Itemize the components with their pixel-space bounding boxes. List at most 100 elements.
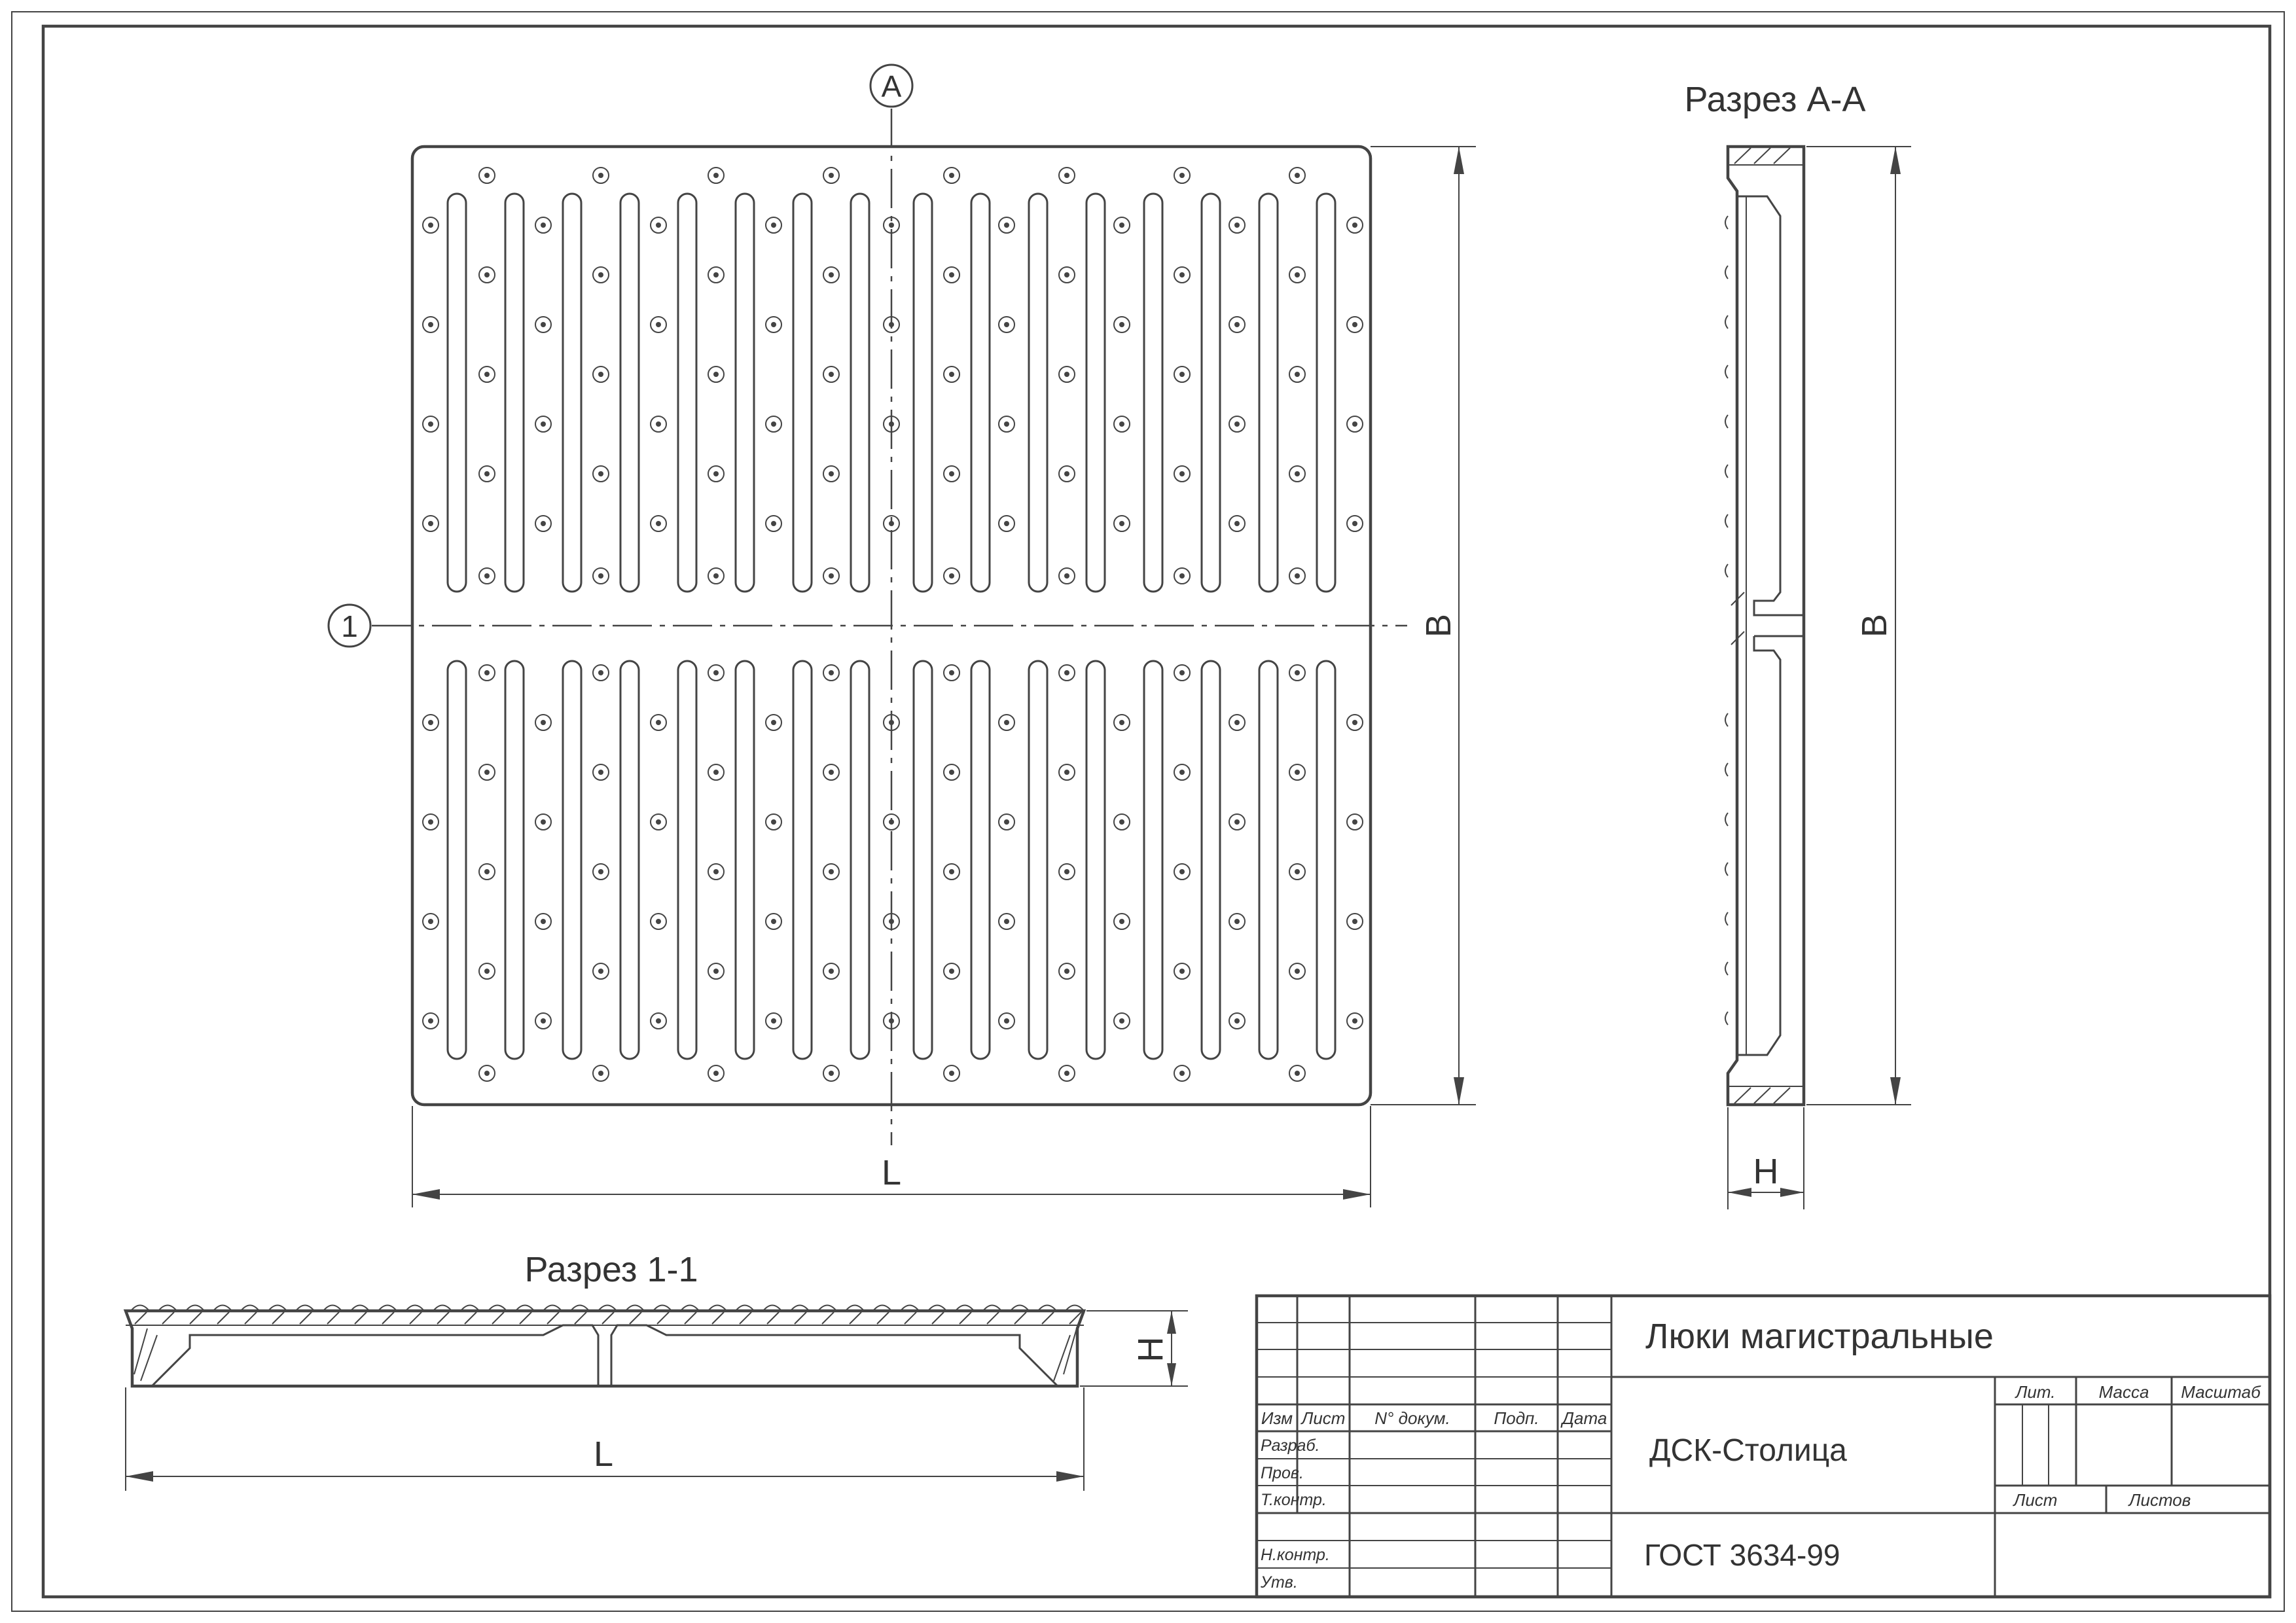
grate-slot	[1143, 660, 1164, 1060]
section-aa-hole-mark	[1725, 215, 1729, 230]
grate-hole-dot	[1234, 223, 1240, 228]
grate-hole-dot	[1064, 969, 1069, 974]
grate-hole-ring	[1289, 863, 1306, 880]
grate-hole-ring	[1174, 764, 1191, 781]
section-11-bump	[570, 1304, 590, 1311]
grate-hole	[998, 913, 1015, 930]
section-11-bump	[680, 1304, 700, 1311]
grate-hole	[1113, 913, 1130, 930]
grate-hole-ring	[1289, 366, 1306, 383]
grate-hole-dot	[1295, 869, 1300, 874]
grate-hole	[1174, 764, 1191, 781]
section-11-hatch-mark	[299, 1311, 312, 1325]
grate-hole-dot	[1064, 272, 1069, 277]
grate-hole	[708, 366, 725, 383]
section-aa-hatching	[1731, 147, 1791, 1104]
header-scale: Масштаб	[2181, 1382, 2261, 1402]
section-11-hatch-mark	[959, 1311, 972, 1325]
grate-hole-dot	[484, 372, 490, 377]
section-11-bump	[433, 1304, 452, 1311]
header-mass: Масса	[2099, 1382, 2149, 1402]
grate-hole	[1174, 664, 1191, 681]
grate-hole	[823, 266, 840, 283]
grate-hole	[708, 664, 725, 681]
section-11-bump	[900, 1304, 920, 1311]
grate-hole-ring	[1174, 465, 1191, 482]
grate-hole	[1229, 913, 1246, 930]
grate-hole-ring	[1113, 416, 1130, 433]
grate-hole-dot	[598, 770, 603, 775]
grate-hole-ring	[1058, 963, 1075, 980]
grate-hole-dot	[1295, 173, 1300, 178]
grate-hole-dot	[949, 471, 954, 476]
grate-hole-ring	[998, 217, 1015, 234]
grate-hole-ring	[422, 217, 439, 234]
grate-hole-dot	[829, 471, 834, 476]
grate-hole-dot	[484, 573, 490, 579]
section-aa-title: Разрез А-А	[1684, 80, 1865, 119]
grate-hole	[998, 1012, 1015, 1029]
grate-hole-dot	[656, 521, 661, 526]
section-aa-inner-profile	[1737, 195, 1804, 1056]
section-aa-hole-mark	[1725, 762, 1729, 777]
grate-hole	[943, 664, 960, 681]
grate-slot	[619, 192, 640, 593]
grate-hole-ring	[422, 913, 439, 930]
grate-hole	[708, 764, 725, 781]
grate-hole-dot	[1179, 670, 1185, 675]
grate-hole	[1174, 465, 1191, 482]
section-11-hatch-mark	[437, 1311, 450, 1325]
section-11-hatch-mark	[821, 1311, 834, 1325]
grate-slot	[1258, 660, 1279, 1060]
grate-hole-dot	[771, 819, 776, 825]
grate-hole-ring	[943, 764, 960, 781]
grate-hole	[1113, 515, 1130, 532]
section-aa-hole-mark	[1725, 912, 1729, 926]
grate-hole-dot	[598, 670, 603, 675]
standard-name: ГОСТ 3634-99	[1644, 1538, 1840, 1572]
grate-hole	[708, 963, 725, 980]
grate-hole-dot	[713, 869, 719, 874]
grate-hole-dot	[484, 969, 490, 974]
grate-slot	[1085, 192, 1106, 593]
grate-hole	[1058, 863, 1075, 880]
grate-hole	[1113, 316, 1130, 333]
grate-hole	[708, 167, 725, 184]
grate-hole-dot	[1234, 1018, 1240, 1024]
grate-hole-dot	[428, 421, 433, 427]
grate-hole-ring	[1289, 764, 1306, 781]
grate-slot	[677, 192, 698, 593]
grate-hole-ring	[1346, 913, 1363, 930]
grate-hole-dot	[949, 573, 954, 579]
section-11-hatch-mark	[931, 1311, 944, 1325]
grate-hole-dot	[949, 770, 954, 775]
grate-hole	[592, 764, 609, 781]
grate-hole-ring	[1058, 167, 1075, 184]
grate-hole-ring	[823, 567, 840, 584]
grate-hole-dot	[1004, 421, 1009, 427]
grate-hole-ring	[823, 963, 840, 980]
grate-hole	[823, 1065, 840, 1082]
grate-hole-dot	[1004, 322, 1009, 327]
grate-hole	[592, 1065, 609, 1082]
section-aa-outline	[1726, 145, 1806, 1107]
grate-hole	[1058, 963, 1075, 980]
section-11-bump	[158, 1304, 177, 1311]
section-11-hatch-mark	[354, 1311, 367, 1325]
dim-l-arrow-right	[1343, 1189, 1371, 1200]
grate-hole-ring	[823, 266, 840, 283]
grate-hole-ring	[823, 167, 840, 184]
grate-hole	[708, 567, 725, 584]
section-11-hatch-mark	[684, 1311, 697, 1325]
grate-hole-dot	[541, 720, 546, 725]
grate-hole	[765, 1012, 782, 1029]
section-11-hatching	[134, 1328, 1077, 1382]
grate-hole-dot	[1179, 471, 1185, 476]
grate-hole-ring	[823, 366, 840, 383]
grate-hole	[478, 465, 495, 482]
grate-hole	[650, 813, 667, 830]
grate-hole-ring	[708, 167, 725, 184]
grate-hole-dot	[1179, 1071, 1185, 1076]
grate-hole	[1346, 316, 1363, 333]
grate-hole-dot	[541, 223, 546, 228]
